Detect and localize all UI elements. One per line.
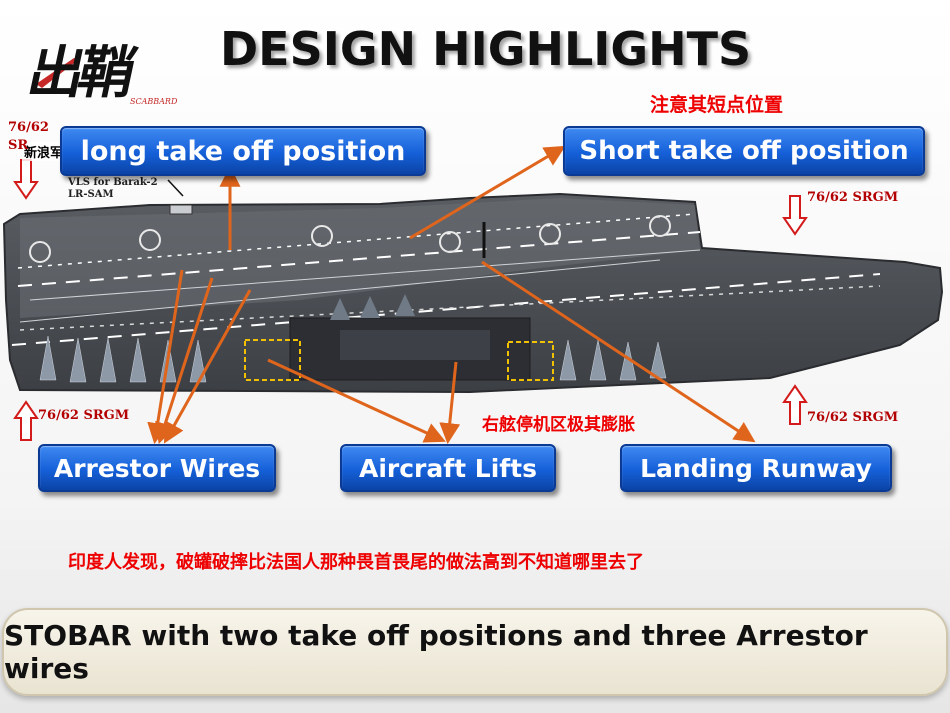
srgm-label-top-left-2: SR (8, 138, 29, 153)
srgm-label-top-left: 76/62 (8, 120, 49, 135)
srgm-label-bottom-right: 76/62 SRGM (807, 410, 899, 425)
srgm-label-bottom-left: 76/62 SRGM (38, 408, 130, 423)
vls-label: VLS for Barak-2 LR-SAM (68, 177, 158, 201)
annotation-comment-cn: 印度人发现，破罐破摔比法国人那种畏首畏尾的做法高到不知道哪里去了 (68, 552, 644, 573)
logo-swoosh (36, 58, 78, 88)
stobar-caption: STOBAR with two take off positions and t… (2, 608, 948, 696)
annotation-parking-cn: 右舷停机区极其膨胀 (482, 415, 635, 435)
long-take-off-position-label: long take off position (60, 126, 426, 176)
logo-subtitle: SCABBARD (130, 97, 178, 106)
short-take-off-position-label: Short take off position (563, 126, 925, 176)
aircraft-lift-right (507, 341, 554, 381)
vls-label-line1: VLS for Barak-2 (68, 177, 158, 188)
vls-label-line2: LR-SAM (68, 189, 114, 200)
aircraft-lift-left (244, 339, 301, 381)
annotation-short-point-cn: 注意其短点位置 (650, 94, 784, 116)
arrestor-wires-label: Arrestor Wires (38, 444, 276, 492)
page-title: DESIGN HIGHLIGHTS (220, 22, 752, 76)
aircraft-lifts-label: Aircraft Lifts (340, 444, 556, 492)
srgm-label-top-right: 76/62 SRGM (807, 190, 899, 205)
landing-runway-label: Landing Runway (620, 444, 892, 492)
